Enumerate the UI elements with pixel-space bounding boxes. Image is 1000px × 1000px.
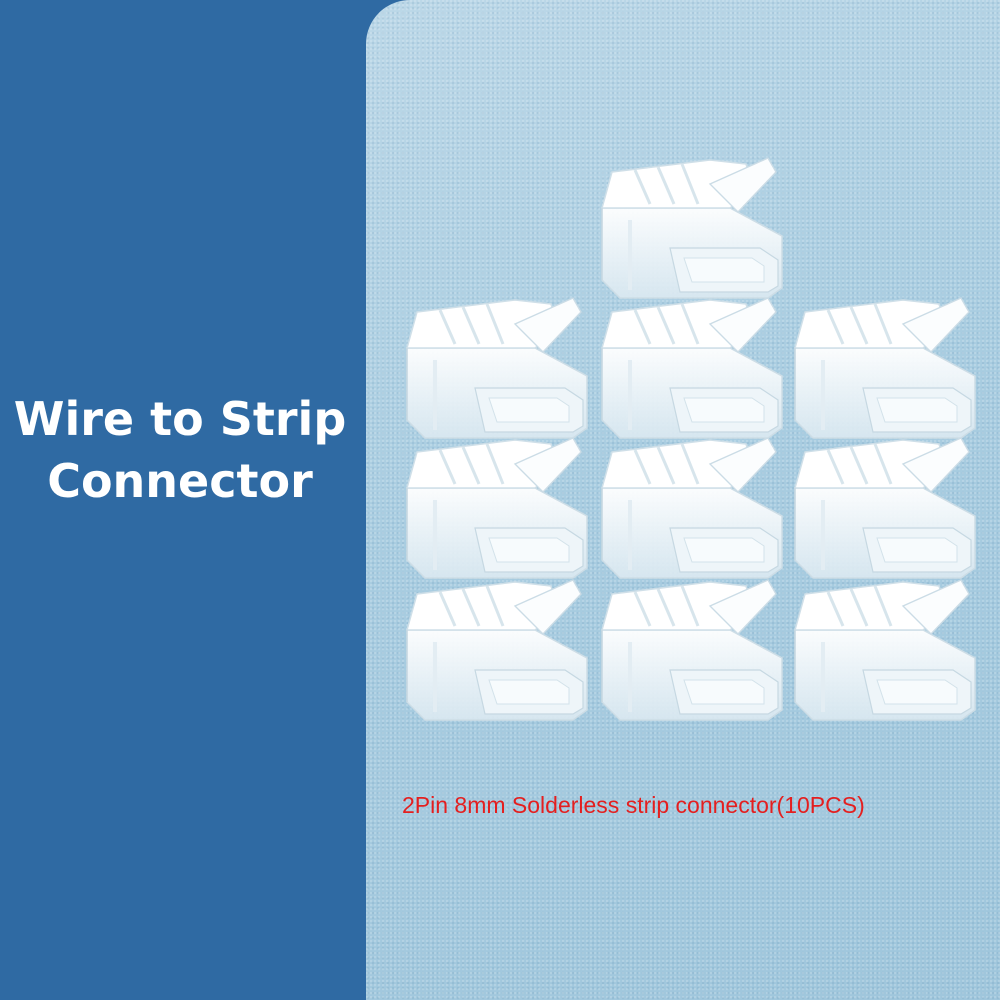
connector-icon <box>405 578 589 722</box>
connector-icon <box>600 436 784 580</box>
connector-icon <box>600 578 784 722</box>
connector-icon <box>793 578 977 722</box>
product-caption: 2Pin 8mm Solderless strip connector(10PC… <box>402 792 865 818</box>
connector-icon <box>793 296 977 440</box>
connector-icon <box>405 436 589 580</box>
connector-icon <box>600 296 784 440</box>
headline: Wire to Strip Connector <box>0 388 360 512</box>
headline-line-2: Connector <box>47 454 313 508</box>
connector-icon <box>405 296 589 440</box>
left-panel: Wire to Strip Connector <box>0 0 368 1000</box>
headline-line-1: Wire to Strip <box>13 392 347 446</box>
connector-icon <box>600 156 784 300</box>
connector-icon <box>793 436 977 580</box>
